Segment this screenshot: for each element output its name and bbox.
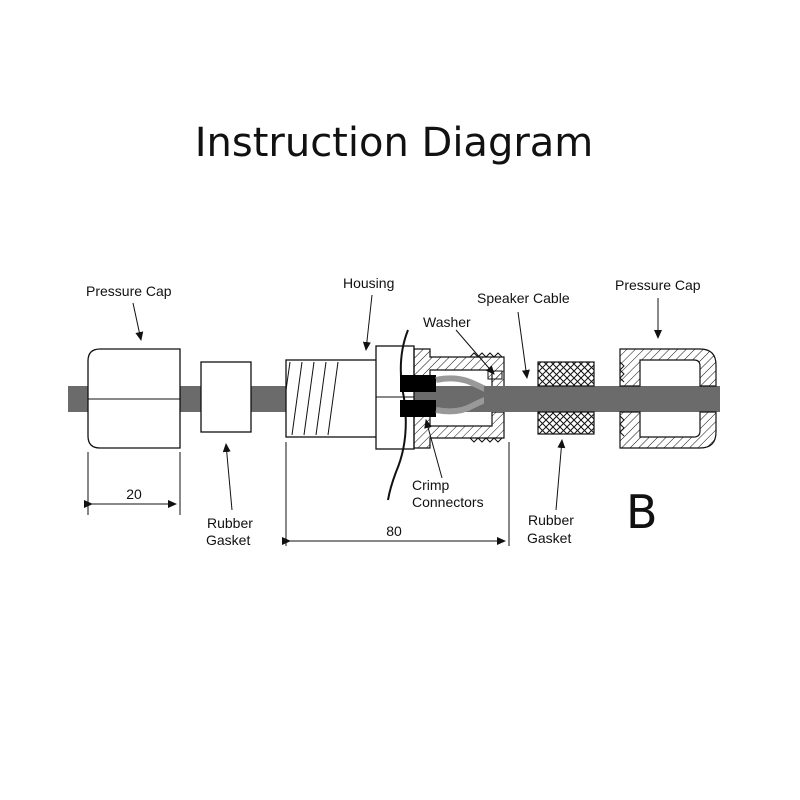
label-rubber-gasket-left-2: Gasket: [206, 532, 250, 548]
label-speaker-cable: Speaker Cable: [477, 290, 570, 306]
speaker-cable-end: [484, 386, 512, 412]
pressure-cap-left: [87, 348, 181, 449]
rubber-gasket-left: [200, 361, 252, 433]
housing: [285, 329, 505, 501]
pressure-cap-right: [619, 348, 717, 449]
dimension-cap: 20: [84, 452, 181, 515]
label-housing: Housing: [343, 275, 394, 291]
washer: [487, 370, 503, 380]
label-rubber-gasket-right-1: Rubber: [528, 512, 574, 528]
label-rubber-gasket-left-1: Rubber: [207, 515, 253, 531]
label-pressure-cap-right: Pressure Cap: [615, 277, 701, 293]
label-pressure-cap-left: Pressure Cap: [86, 283, 172, 299]
dimension-cap-value: 20: [126, 486, 142, 502]
label-crimp-2: Connectors: [412, 494, 484, 510]
figure-letter: B: [626, 485, 658, 539]
rubber-gasket-right: [537, 361, 595, 435]
label-arrows: [132, 294, 662, 511]
page-title: Instruction Diagram: [195, 120, 594, 166]
label-rubber-gasket-right-2: Gasket: [527, 530, 571, 546]
dimension-housing-value: 80: [386, 523, 402, 539]
label-washer: Washer: [423, 314, 471, 330]
dimension-housing: 80: [282, 442, 510, 546]
label-crimp-1: Crimp: [412, 477, 450, 493]
